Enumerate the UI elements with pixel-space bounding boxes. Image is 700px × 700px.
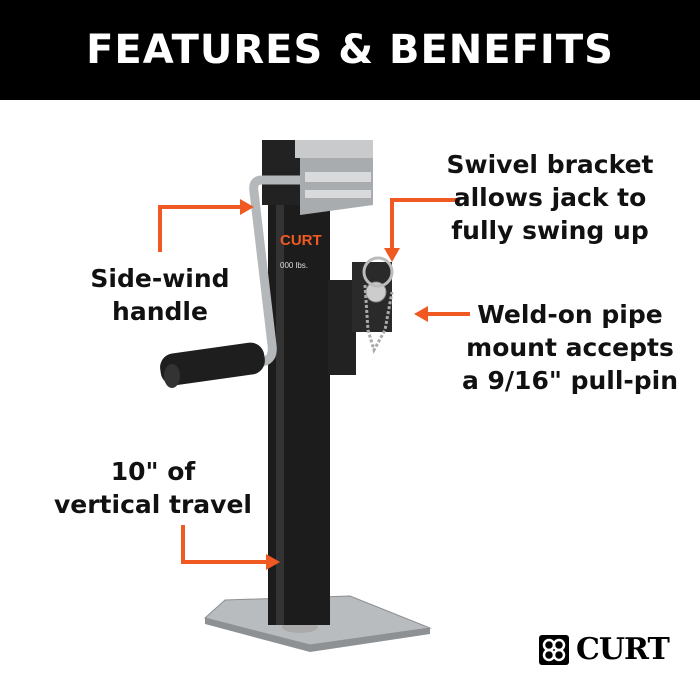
header-banner: FEATURES & BENEFITS bbox=[0, 0, 700, 100]
side-wind-handle bbox=[209, 175, 300, 370]
label-capacity: 000 lbs. bbox=[280, 261, 308, 270]
callout-handle: Side-wind handle bbox=[90, 264, 230, 326]
page-title: FEATURES & BENEFITS bbox=[86, 27, 614, 73]
label-brand: CURT bbox=[280, 232, 322, 249]
callout-swivel: Swivel bracket allows jack to fully swin… bbox=[446, 150, 654, 245]
arrow-travel bbox=[181, 525, 268, 564]
arrow-handle bbox=[158, 205, 242, 252]
swivel-bracket bbox=[328, 280, 356, 375]
brand-logo: CURT bbox=[538, 632, 670, 667]
callout-travel: 10" of vertical travel bbox=[53, 457, 253, 519]
logo-text: CURT bbox=[576, 632, 670, 667]
callout-arrows bbox=[158, 198, 470, 564]
arrow-swivel bbox=[390, 198, 460, 252]
pull-pin-ring bbox=[362, 256, 394, 288]
curt-emblem-icon bbox=[539, 634, 569, 665]
callout-mount: Weld-on pipe mount accepts a 9/16" pull-… bbox=[461, 300, 679, 395]
